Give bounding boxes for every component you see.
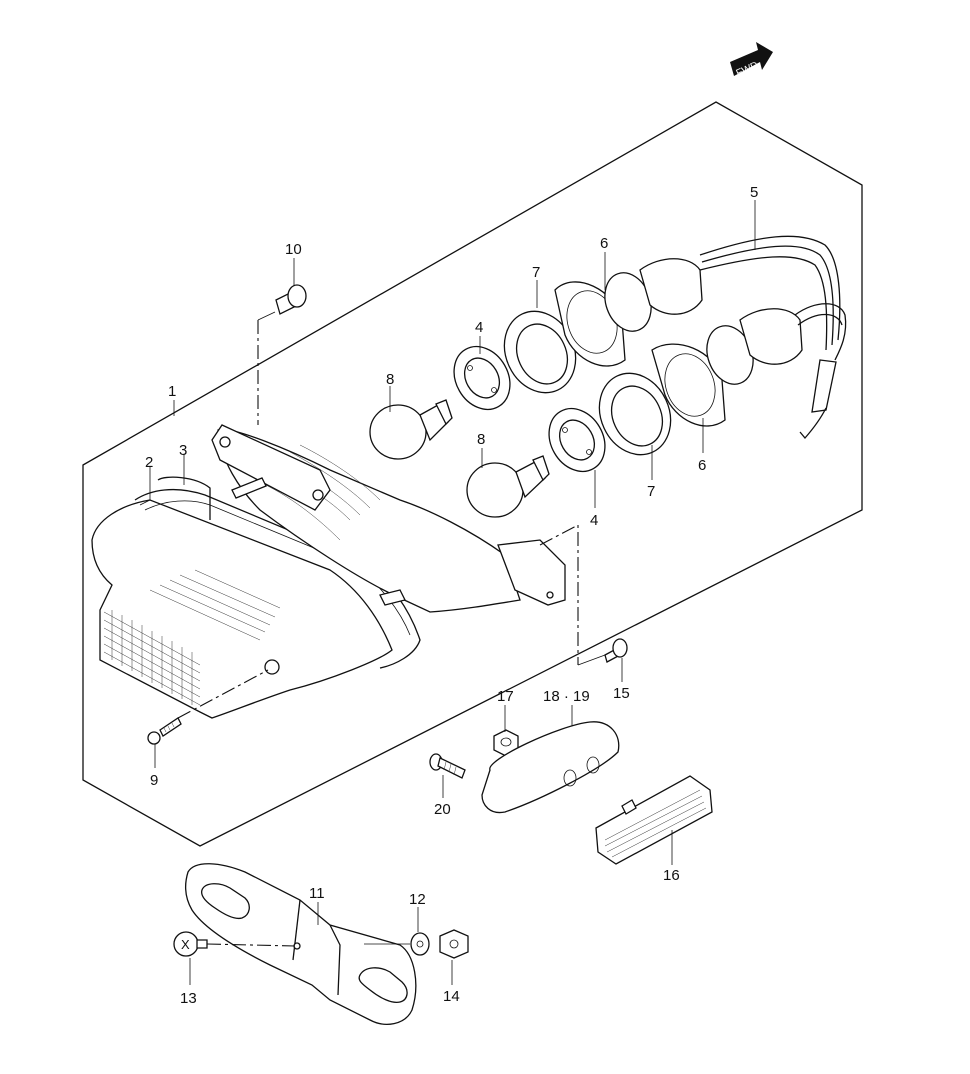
assembly-boundary bbox=[82, 101, 863, 847]
callout-6-lower: 6 bbox=[698, 457, 706, 474]
nut-14 bbox=[439, 929, 469, 959]
centerline-screw-15 bbox=[539, 524, 579, 665]
bulb-lower bbox=[466, 455, 550, 518]
callout-6-upper: 6 bbox=[600, 235, 608, 252]
screw-9 bbox=[147, 717, 182, 745]
socket-lower bbox=[548, 407, 606, 473]
callout-17: 17 bbox=[497, 688, 514, 705]
wiring-harness bbox=[604, 235, 847, 440]
callout-1: 1 bbox=[168, 383, 176, 400]
callout-3: 3 bbox=[179, 442, 187, 459]
callout-16: 16 bbox=[663, 867, 680, 884]
callout-12: 12 bbox=[409, 891, 426, 908]
license-lamp-housing bbox=[481, 721, 620, 814]
callout-5: 5 bbox=[750, 184, 758, 201]
callout-10: 10 bbox=[285, 241, 302, 258]
ring-upper bbox=[503, 310, 577, 394]
socket-upper bbox=[453, 345, 511, 411]
fwd-arrow-icon: FWD bbox=[730, 42, 773, 79]
washer-12 bbox=[364, 932, 430, 956]
callout-20: 20 bbox=[434, 801, 451, 818]
callout-7-upper: 7 bbox=[532, 264, 540, 281]
callout-8-lower: 8 bbox=[477, 431, 485, 448]
callout-15: 15 bbox=[613, 685, 630, 702]
callout-4-lower: 4 bbox=[590, 512, 598, 529]
leader-lines bbox=[139, 200, 756, 985]
callout-7-lower: 7 bbox=[647, 483, 655, 500]
bulb-housing bbox=[211, 424, 566, 613]
bulb-upper bbox=[369, 399, 453, 460]
callout-2: 2 bbox=[145, 454, 153, 471]
rivet-13: X bbox=[173, 931, 296, 957]
license-bracket bbox=[185, 863, 417, 1025]
callout-18-19: 18 · 19 bbox=[543, 688, 590, 705]
centerline-screw-9 bbox=[177, 669, 269, 719]
screw-10 bbox=[275, 284, 307, 315]
screw-15 bbox=[604, 638, 628, 663]
rivet-x-mark: X bbox=[181, 937, 190, 952]
callout-14: 14 bbox=[443, 988, 460, 1005]
callout-8-upper: 8 bbox=[386, 371, 394, 388]
gasket-lower bbox=[651, 343, 726, 427]
callout-11: 11 bbox=[309, 885, 325, 902]
callout-13: 13 bbox=[180, 990, 197, 1007]
license-lamp-lens bbox=[595, 775, 713, 865]
screw-20 bbox=[429, 753, 466, 779]
callout-4-upper: 4 bbox=[475, 319, 483, 336]
ring-lower bbox=[598, 372, 672, 456]
callout-9: 9 bbox=[150, 772, 158, 789]
